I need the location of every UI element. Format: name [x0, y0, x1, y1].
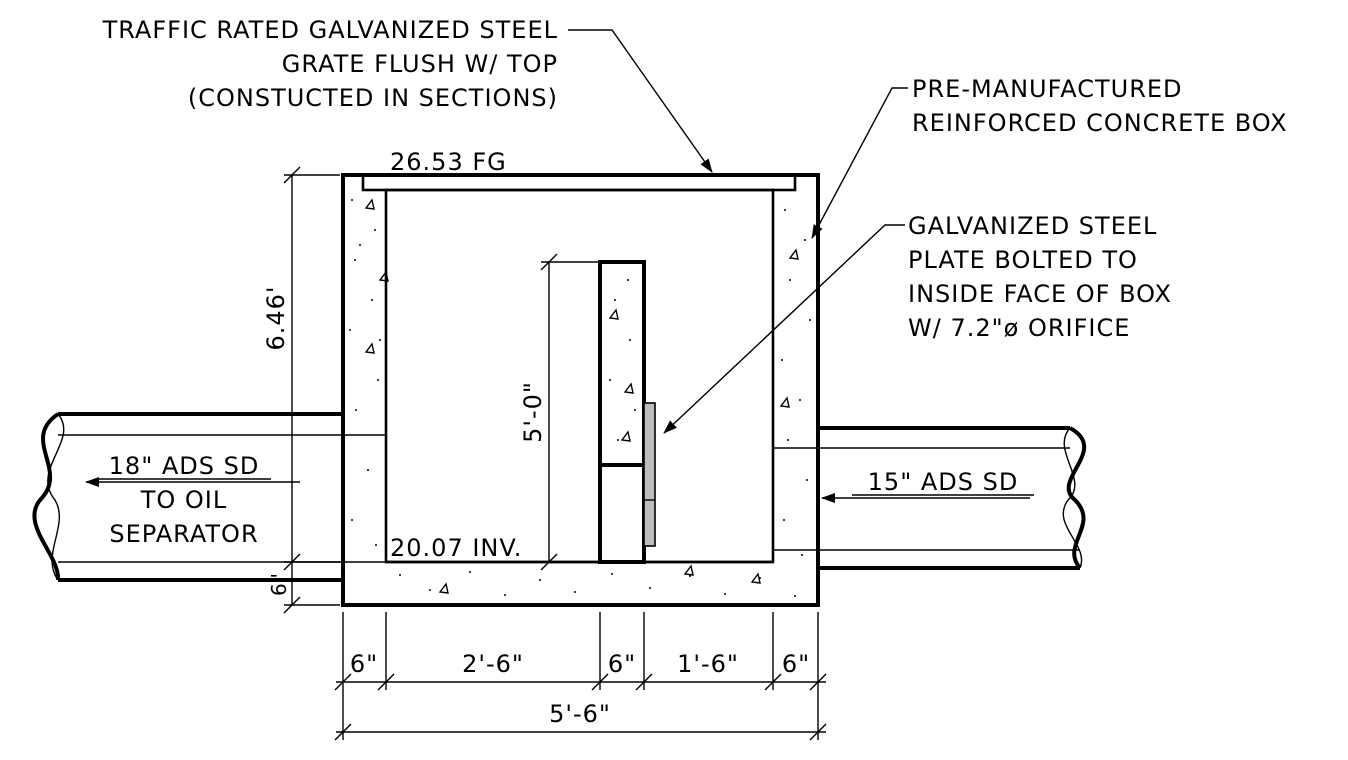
plate-note-line1: GALVANIZED STEEL — [908, 212, 1157, 240]
plate-note-line3: INSIDE FACE OF BOX — [908, 280, 1172, 308]
steel-grate — [343, 173, 818, 192]
weir-wall — [598, 260, 646, 564]
steel-plate — [643, 402, 656, 547]
outlet-label-line3: SEPARATOR — [109, 520, 258, 548]
box-note-line2: REINFORCED CONCRETE BOX — [912, 109, 1288, 137]
dim-total-height: 6.46' — [262, 285, 290, 350]
dim-seg3: 6" — [608, 650, 636, 678]
dim-weir-height: 5'-0" — [519, 381, 547, 443]
outlet-label-line1: 18" ADS SD — [109, 452, 260, 480]
leaders — [568, 29, 908, 434]
outlet-label-line2: TO OIL — [140, 486, 228, 514]
box-note-line1: PRE-MANUFACTURED — [912, 75, 1183, 103]
dim-base-thickness: 6" — [267, 572, 291, 596]
grate-note-line1: TRAFFIC RATED GALVANIZED STEEL — [102, 16, 558, 44]
grate-note-line2: GRATE FLUSH W/ TOP — [282, 50, 558, 78]
dim-overall: 5'-6" — [549, 700, 611, 728]
dim-seg2: 2'-6" — [462, 650, 524, 678]
outlet-pipe — [32, 412, 386, 582]
inlet-pipe — [773, 426, 1086, 570]
concrete-texture — [349, 198, 811, 597]
dimension-lines — [96, 166, 1034, 741]
dim-seg1: 6" — [350, 650, 378, 678]
grate-note-line3: (CONSTUCTED IN SECTIONS) — [188, 84, 558, 112]
top-elevation: 26.53 FG — [390, 148, 507, 176]
dim-seg4: 1'-6" — [677, 650, 739, 678]
inlet-label: 15" ADS SD — [868, 468, 1019, 496]
plate-note-line4: W/ 7.2"ø ORIFICE — [908, 314, 1130, 342]
invert-elevation: 20.07 INV. — [390, 534, 522, 562]
dim-seg5: 6" — [782, 650, 810, 678]
plate-note-line2: PLATE BOLTED TO — [908, 246, 1138, 274]
